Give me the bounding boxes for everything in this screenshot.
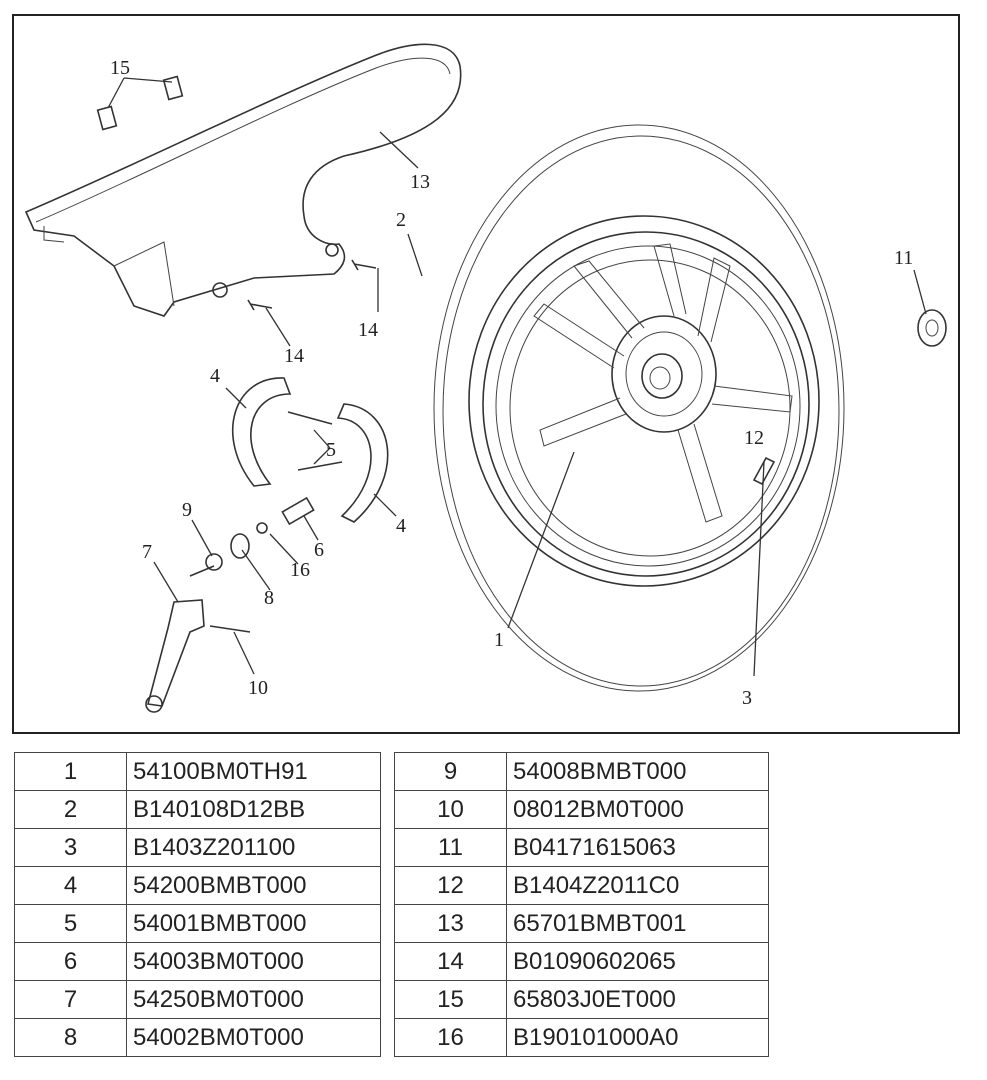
part-number: 9 bbox=[394, 752, 507, 791]
part-number: 10 bbox=[394, 790, 507, 829]
part-code: 54200BMBT000 bbox=[126, 866, 381, 905]
callout-15: 15 bbox=[110, 57, 130, 79]
part-number: 11 bbox=[394, 828, 507, 867]
callout-1: 1 bbox=[494, 629, 504, 651]
part-code: 08012BM0T000 bbox=[506, 790, 769, 829]
part-code: 65803J0ET000 bbox=[506, 980, 769, 1019]
tire-valve bbox=[752, 456, 776, 486]
rear-fender bbox=[24, 43, 462, 317]
tire bbox=[433, 124, 845, 692]
callout-6: 6 bbox=[314, 539, 324, 561]
callout-9: 9 bbox=[182, 499, 192, 521]
callout-labels: 15 13 2 11 14 14 4 5 12 4 9 6 7 16 8 1 1… bbox=[110, 57, 913, 709]
callout-13: 13 bbox=[410, 171, 430, 193]
part-number: 3 bbox=[14, 828, 127, 867]
callout-3: 3 bbox=[742, 687, 752, 709]
brake-cam-assembly bbox=[145, 496, 315, 713]
callout-11: 11 bbox=[894, 247, 913, 269]
callout-7: 7 bbox=[142, 541, 152, 563]
diagram-drawing: 15 13 2 11 14 14 4 5 12 4 9 6 7 16 8 1 1… bbox=[24, 43, 947, 713]
part-code: 54002BM0T000 bbox=[126, 1018, 381, 1057]
brake-springs bbox=[287, 411, 343, 471]
part-number: 4 bbox=[14, 866, 127, 905]
callout-8: 8 bbox=[264, 587, 274, 609]
callout-12: 12 bbox=[744, 427, 764, 449]
exploded-parts-diagram: 15 13 2 11 14 14 4 5 12 4 9 6 7 16 8 1 1… bbox=[12, 14, 960, 734]
clip-parts bbox=[96, 75, 184, 131]
part-number: 7 bbox=[14, 980, 127, 1019]
bolts bbox=[247, 259, 377, 311]
part-code: 54250BM0T000 bbox=[126, 980, 381, 1019]
part-code: B1403Z201100 bbox=[126, 828, 381, 867]
callout-4b: 4 bbox=[396, 515, 406, 537]
part-code: B190101000A0 bbox=[506, 1018, 769, 1057]
part-code: 54100BM0TH91 bbox=[126, 752, 381, 791]
callout-5: 5 bbox=[326, 439, 336, 461]
part-code: 54001BMBT000 bbox=[126, 904, 381, 943]
callout-4a: 4 bbox=[210, 365, 220, 387]
axle-nut bbox=[917, 309, 947, 347]
part-number: 16 bbox=[394, 1018, 507, 1057]
leader-lines bbox=[107, 77, 927, 677]
callout-10: 10 bbox=[248, 677, 268, 699]
part-number: 2 bbox=[14, 790, 127, 829]
part-code: 65701BMBT001 bbox=[506, 904, 769, 943]
callout-16: 16 bbox=[290, 559, 310, 581]
part-number: 13 bbox=[394, 904, 507, 943]
part-code: 54003BM0T000 bbox=[126, 942, 381, 981]
part-number: 14 bbox=[394, 942, 507, 981]
part-number: 12 bbox=[394, 866, 507, 905]
part-code: B01090602065 bbox=[506, 942, 769, 981]
part-number: 1 bbox=[14, 752, 127, 791]
part-code: B140108D12BB bbox=[126, 790, 381, 829]
part-code: B1404Z2011C0 bbox=[506, 866, 769, 905]
wheel-rim bbox=[468, 215, 820, 587]
callout-14b: 14 bbox=[284, 345, 304, 367]
part-number: 6 bbox=[14, 942, 127, 981]
brake-shoes bbox=[231, 377, 389, 523]
callout-14a: 14 bbox=[358, 319, 378, 341]
part-number: 15 bbox=[394, 980, 507, 1019]
part-number: 5 bbox=[14, 904, 127, 943]
part-number: 8 bbox=[14, 1018, 127, 1057]
part-code: 54008BMBT000 bbox=[506, 752, 769, 791]
callout-2: 2 bbox=[396, 209, 406, 231]
part-code: B04171615063 bbox=[506, 828, 769, 867]
